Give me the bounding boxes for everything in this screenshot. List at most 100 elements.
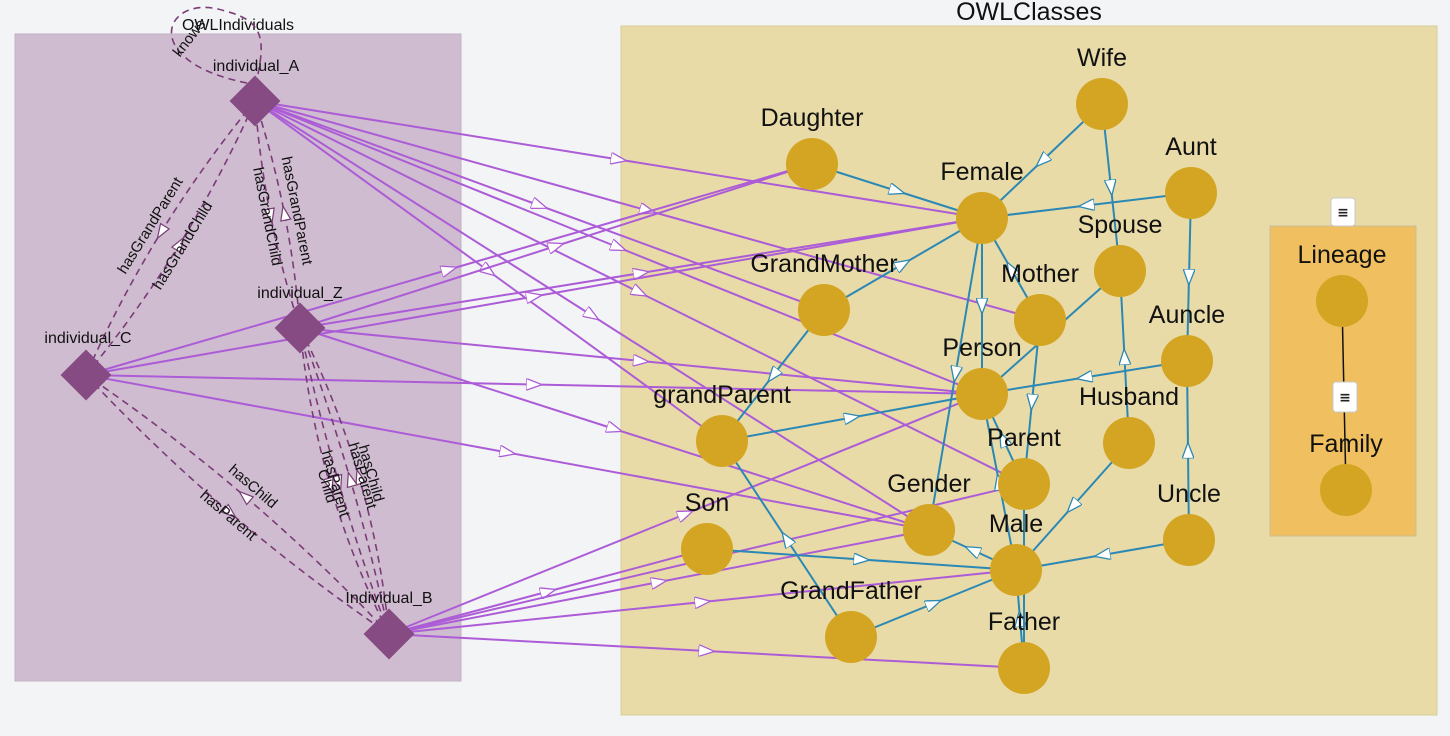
circle-icon [786, 138, 838, 190]
class-node-father[interactable] [998, 642, 1050, 694]
subclass-edge [981, 192, 1192, 219]
individual-label: Individual_B [345, 590, 432, 607]
class-label: Uncle [1157, 480, 1221, 508]
menu-icon: ≡ [1339, 390, 1351, 406]
class-label: Aunt [1165, 133, 1216, 161]
class-node-spouse[interactable] [1094, 245, 1146, 297]
circle-icon [1076, 78, 1128, 130]
class-node-aunt[interactable] [1165, 167, 1217, 219]
class-label: Family [1309, 430, 1383, 458]
edge-arrow [170, 236, 185, 254]
lineage-toggle-button[interactable]: ≡ [1330, 197, 1356, 227]
class-node-wife[interactable] [1076, 78, 1128, 130]
edge-arrow [237, 490, 255, 506]
class-label: Wife [1077, 44, 1127, 72]
class-label: Male [989, 510, 1043, 538]
circle-icon [1103, 417, 1155, 469]
class-node-son[interactable] [681, 523, 733, 575]
instance-of-edge [299, 163, 813, 329]
class-label: Daughter [761, 104, 864, 132]
edge-arrow [346, 470, 359, 489]
menu-icon: ≡ [1337, 205, 1349, 221]
instance-of-edge [388, 633, 1025, 669]
class-label: GrandMother [750, 250, 897, 278]
class-node-gender[interactable] [903, 504, 955, 556]
class-label: Son [685, 489, 729, 517]
class-label: Spouse [1078, 211, 1163, 239]
edge-arrow [156, 222, 171, 240]
subclass-edge [1015, 539, 1190, 571]
subclass-edge [706, 548, 1017, 571]
class-label: grandParent [653, 381, 791, 409]
class-node-lineage[interactable] [1316, 275, 1368, 327]
class-node-grandmother[interactable] [798, 284, 850, 336]
edge-arrow [322, 476, 334, 494]
class-label: Female [940, 158, 1023, 186]
circle-icon [1316, 275, 1368, 327]
class-label: Person [942, 334, 1021, 362]
class-node-grandfather[interactable] [825, 611, 877, 663]
subclass-edge [981, 360, 1188, 395]
individual-node-b[interactable] [363, 608, 415, 660]
class-node-parent[interactable] [998, 458, 1050, 510]
circle-icon [696, 415, 748, 467]
circle-icon [825, 611, 877, 663]
instance-of-edge [299, 217, 983, 329]
circle-icon [998, 642, 1050, 694]
individual-label: individual_C [44, 330, 131, 347]
class-label: Parent [987, 424, 1061, 452]
subclass-edge [1101, 103, 1121, 272]
circle-icon [1094, 245, 1146, 297]
subclass-edge [928, 217, 983, 531]
instance-of-edge [254, 100, 1025, 485]
class-node-husband[interactable] [1103, 417, 1155, 469]
instance-of-edge [254, 100, 723, 442]
class-node-uncle[interactable] [1163, 514, 1215, 566]
class-label: Husband [1079, 383, 1179, 411]
property-edge-hasgrandchild [254, 100, 301, 329]
subclass-edge [1187, 360, 1189, 541]
property-edge-knows [170, 6, 262, 84]
subclass-edge [1015, 442, 1130, 571]
subclass-edge [1023, 319, 1041, 485]
class-node-female[interactable] [956, 192, 1008, 244]
circle-icon [990, 544, 1042, 596]
instance-of-edge [254, 100, 983, 219]
subclass-edge [721, 309, 825, 442]
edge-arrow [263, 207, 275, 225]
instance-of-edge [388, 548, 708, 635]
subclass-edge [850, 569, 1017, 638]
class-label: Gender [887, 470, 970, 498]
individual-label: individual_Z [257, 285, 343, 302]
class-node-mother[interactable] [1014, 294, 1066, 346]
property-edge-hasparent [85, 374, 390, 635]
class-node-male[interactable] [990, 544, 1042, 596]
edge-arrow [330, 473, 343, 492]
class-node-grandparent[interactable] [696, 415, 748, 467]
subclass-edge [721, 393, 983, 442]
instance-of-edge [299, 327, 930, 531]
subclass-edge [721, 440, 852, 638]
circle-icon [1163, 514, 1215, 566]
instance-of-edge [85, 217, 983, 376]
instance-of-edge [254, 100, 930, 531]
instance-of-edge [388, 393, 983, 635]
instance-of-edge [254, 100, 1041, 321]
circle-icon [956, 192, 1008, 244]
circle-icon [798, 284, 850, 336]
circle-icon [681, 523, 733, 575]
class-node-daughter[interactable] [786, 138, 838, 190]
circle-icon [1014, 294, 1066, 346]
circle-icon [1161, 335, 1213, 387]
circle-icon [956, 368, 1008, 420]
class-label: Lineage [1298, 241, 1387, 269]
family-toggle-button[interactable]: ≡ [1332, 381, 1358, 413]
class-node-auncle[interactable] [1161, 335, 1213, 387]
instance-of-edge [388, 569, 1017, 635]
subclass-edge [823, 217, 983, 311]
class-node-family[interactable] [1320, 464, 1372, 516]
class-node-person[interactable] [956, 368, 1008, 420]
edge-arrow [355, 468, 367, 486]
circle-icon [1320, 464, 1372, 516]
instance-of-edge [254, 100, 825, 311]
